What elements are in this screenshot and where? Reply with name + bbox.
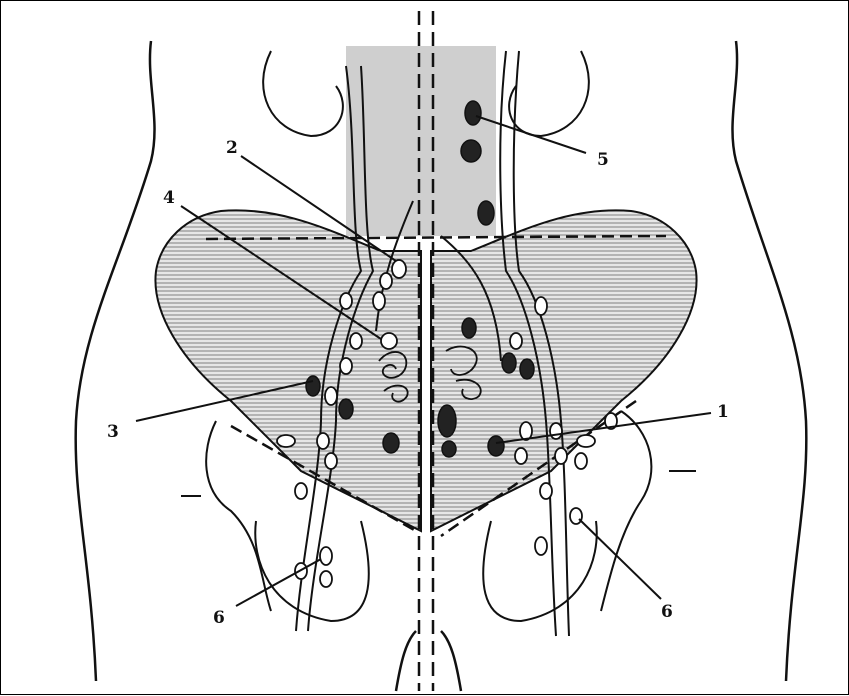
label-5: 5	[597, 150, 609, 170]
label-3: 3	[107, 422, 119, 442]
label-6-right: 6	[661, 602, 673, 622]
pelvic-floor-shaded	[155, 210, 696, 531]
label-1: 1	[717, 402, 729, 422]
label-4: 4	[163, 188, 175, 208]
label-2: 2	[226, 138, 238, 158]
label-6-left: 6	[213, 608, 225, 628]
